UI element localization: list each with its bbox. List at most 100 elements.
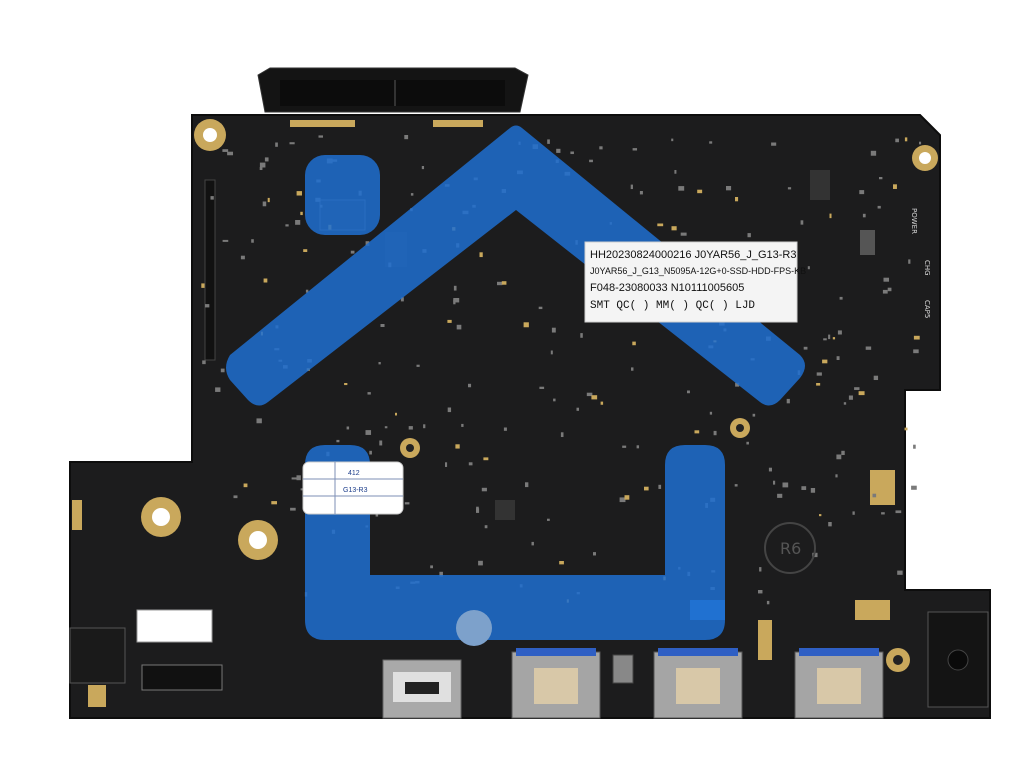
- smd-part: [839, 296, 843, 300]
- smd-part: [468, 462, 473, 466]
- smd-part: [202, 360, 206, 365]
- smd-part: [295, 220, 301, 225]
- label-line-4: SMT QC( ) MM( ) QC( ) LJD: [590, 300, 755, 312]
- smd-part: [501, 281, 507, 285]
- smd-part: [782, 482, 789, 488]
- smd-part: [852, 511, 855, 515]
- smd-part: [215, 387, 221, 392]
- pcb-dots: [201, 135, 922, 605]
- smd-part: [657, 223, 664, 227]
- audio-jack: [69, 627, 126, 707]
- smd-part: [453, 285, 457, 291]
- smd-part: [256, 418, 262, 424]
- smd-part: [243, 483, 248, 488]
- smd-part: [484, 525, 488, 529]
- smd-part: [768, 467, 773, 472]
- smd-part: [525, 482, 529, 488]
- smd-part: [810, 488, 816, 493]
- smd-part: [758, 590, 763, 594]
- smd-part: [222, 149, 229, 152]
- smd-part: [800, 220, 804, 225]
- smd-part: [766, 600, 770, 605]
- smd-part: [893, 184, 897, 189]
- smd-part: [801, 486, 807, 490]
- smd-part: [631, 367, 634, 371]
- smd-part: [439, 571, 443, 577]
- smd-part: [879, 177, 883, 180]
- smd-part: [632, 148, 638, 151]
- smd-part: [816, 372, 822, 376]
- gold-pad-row: [433, 120, 483, 127]
- smd-part: [913, 335, 920, 340]
- smd-part: [678, 186, 685, 191]
- smd-part: [539, 386, 545, 389]
- smd-part: [547, 139, 550, 144]
- smd-part: [630, 184, 633, 190]
- smd-part: [497, 281, 503, 286]
- smd-part: [593, 552, 596, 556]
- smd-part: [735, 197, 739, 202]
- smd-part: [580, 333, 583, 338]
- smd-part: [503, 427, 507, 431]
- smd-part: [870, 150, 877, 156]
- smd-part: [895, 138, 899, 143]
- smd-part: [350, 250, 355, 254]
- smd-part: [300, 488, 304, 491]
- smd-part: [622, 445, 627, 448]
- smd-part: [848, 395, 853, 400]
- smd-part: [318, 135, 323, 138]
- smd-part: [726, 186, 732, 191]
- smd-part: [859, 190, 865, 195]
- smd-part: [296, 475, 301, 481]
- smd-part: [523, 322, 529, 328]
- smd-part: [600, 401, 604, 405]
- smd-part: [599, 146, 603, 150]
- smd-part: [553, 398, 556, 402]
- smd-part: [586, 392, 593, 397]
- smd-part: [559, 561, 564, 565]
- smd-part: [786, 398, 790, 404]
- label-line-1: HH20230824000216 J0YAR56_J_G13-R3: [590, 249, 797, 261]
- smd-part: [771, 142, 777, 146]
- smd-part: [430, 565, 433, 569]
- smd-part: [895, 510, 902, 514]
- smd-part: [836, 356, 840, 361]
- smd-part: [227, 151, 234, 156]
- smd-part: [556, 148, 561, 153]
- smd-part: [479, 252, 483, 258]
- smd-part: [456, 324, 462, 330]
- smd-part: [639, 191, 643, 195]
- smd-part: [404, 502, 410, 505]
- smd-part: [828, 522, 832, 527]
- smd-part: [841, 450, 845, 456]
- smd-part: [913, 349, 919, 354]
- smd-part: [919, 141, 922, 145]
- smd-part: [262, 201, 267, 207]
- smd-part: [843, 402, 847, 405]
- smd-part: [819, 514, 822, 517]
- smd-part: [911, 485, 917, 490]
- smd-part: [259, 162, 266, 168]
- smd-part: [687, 390, 690, 394]
- smd-part: [264, 157, 269, 162]
- sata-connector: [257, 67, 529, 113]
- smd-part: [380, 324, 385, 327]
- smd-part: [832, 337, 836, 340]
- smd-part: [476, 508, 480, 513]
- mounting-holes: [141, 119, 938, 672]
- usb-port: [511, 648, 601, 719]
- ticket-cell-b: G13-R3: [343, 487, 368, 494]
- smd-part: [416, 364, 420, 367]
- svg-text:R6: R6: [780, 539, 801, 558]
- smd-part: [455, 444, 460, 449]
- smd-part: [816, 383, 821, 386]
- smd-part: [589, 159, 593, 163]
- smd-part: [400, 297, 404, 302]
- smd-part: [275, 142, 278, 147]
- smd-part: [384, 426, 388, 429]
- smd-part: [222, 239, 229, 242]
- silk-power: POWER: [910, 208, 918, 234]
- smd-part: [752, 413, 756, 417]
- smd-part: [346, 426, 350, 430]
- silk-cap: CAP5: [923, 300, 931, 318]
